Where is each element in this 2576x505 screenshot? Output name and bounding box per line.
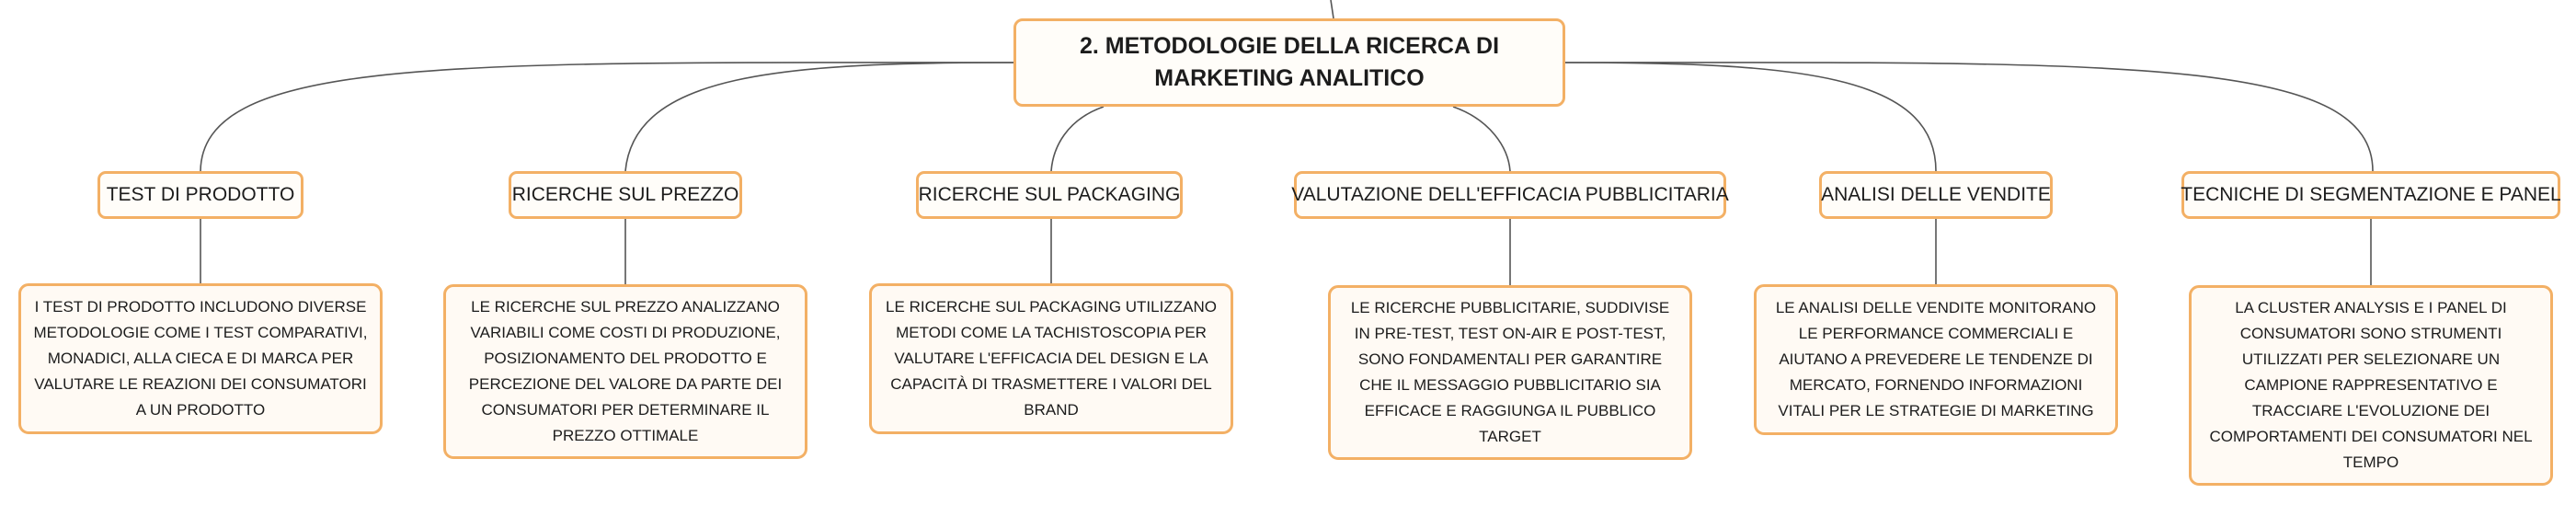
description-analisi-delle-vendite[interactable]: LE ANALISI DELLE VENDITE MONITORANO LE P… <box>1754 284 2118 435</box>
description-valutazione-efficacia-pubblicitaria[interactable]: LE RICERCHE PUBBLICITARIE, SUDDIVISE IN … <box>1328 285 1692 460</box>
topic-ricerche-sul-packaging[interactable]: RICERCHE SUL PACKAGING <box>916 171 1183 219</box>
description-tecniche-segmentazione-panel[interactable]: LA CLUSTER ANALYSIS E I PANEL DI CONSUMA… <box>2189 285 2553 486</box>
description-test-di-prodotto[interactable]: I TEST DI PRODOTTO INCLUDONO DIVERSE MET… <box>18 283 383 434</box>
link-root-topic-2 <box>624 62 1014 172</box>
parent-connector <box>1330 0 1334 19</box>
description-ricerche-sul-prezzo[interactable]: LE RICERCHE SUL PREZZO ANALIZZANO VARIAB… <box>443 284 807 459</box>
link-root-topic-3 <box>1050 106 1105 172</box>
topic-analisi-delle-vendite[interactable]: ANALISI DELLE VENDITE <box>1819 171 2053 219</box>
root-node[interactable]: 2. METODOLOGIE DELLA RICERCA DI MARKETIN… <box>1013 18 1565 107</box>
topic-ricerche-sul-prezzo[interactable]: RICERCHE SUL PREZZO <box>509 171 742 219</box>
link-root-topic-5 <box>1564 62 1937 172</box>
topic-valutazione-efficacia-pubblicitaria[interactable]: VALUTAZIONE DELL'EFFICACIA PUBBLICITARIA <box>1291 171 1729 219</box>
description-ricerche-sul-packaging[interactable]: LE RICERCHE SUL PACKAGING UTILIZZANO MET… <box>869 283 1233 434</box>
link-root-topic-1 <box>200 62 1014 172</box>
link-root-topic-4 <box>1452 106 1511 172</box>
topic-test-di-prodotto[interactable]: TEST DI PRODOTTO <box>97 171 303 219</box>
topic-tecniche-segmentazione-panel[interactable]: TECNICHE DI SEGMENTAZIONE E PANEL <box>2181 171 2561 219</box>
link-root-topic-6 <box>1564 62 2374 172</box>
